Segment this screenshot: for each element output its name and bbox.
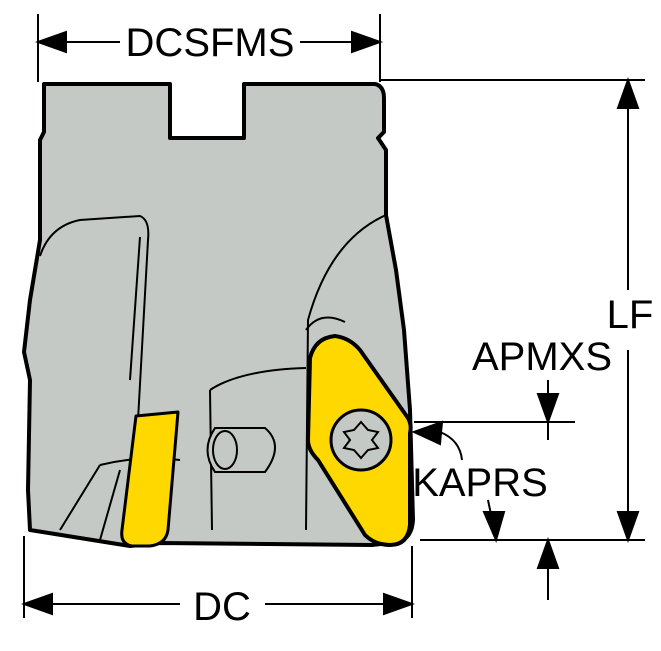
apmxs-label: APMXS [472,335,612,379]
dc-label: DC [193,585,251,629]
left-insert [120,410,180,548]
body-details [39,214,387,541]
kaprs-label: KAPRS [412,461,548,505]
torx-icon [342,420,380,460]
lf-label: LF [607,293,654,337]
pin-head [212,430,238,470]
dimension-lines [21,14,645,618]
dcsfms-label: DCSFMS [126,21,295,65]
